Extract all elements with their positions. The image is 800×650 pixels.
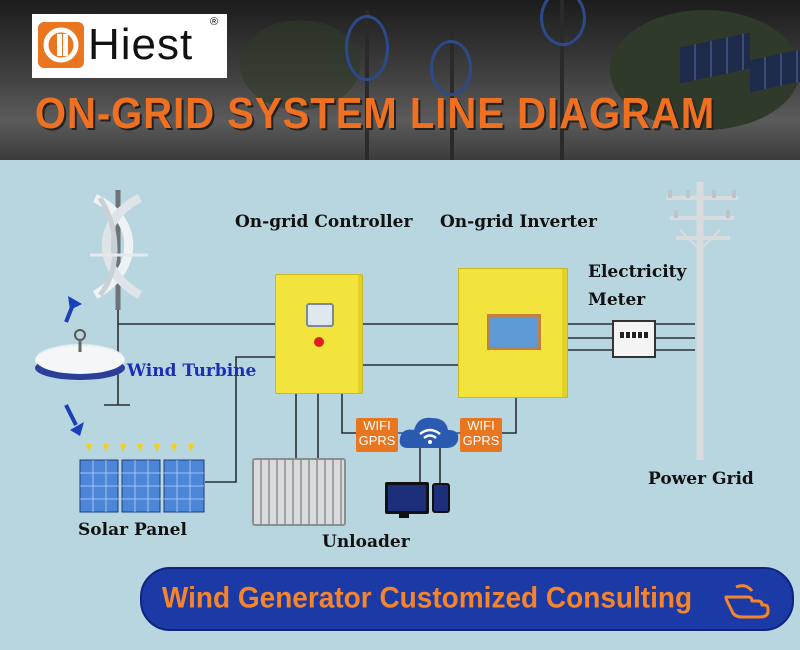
arrow-up-icon [64, 296, 82, 323]
cloud-wifi-icon [399, 417, 459, 448]
system-diagram: On-grid Controller On-grid Inverter Elec… [0, 160, 800, 650]
monitor-stand [399, 512, 409, 518]
power-grid-label: Power Grid [648, 469, 754, 489]
solar-panel-icon [79, 444, 205, 513]
gprs-text: GPRS [358, 433, 396, 448]
power-pole-icon [666, 182, 738, 460]
consulting-cta-button[interactable]: Wind Generator Customized Consulting [140, 567, 794, 631]
page-title: ON-GRID SYSTEM LINE DIAGRAM [34, 90, 716, 138]
registered-mark: ® [210, 16, 219, 28]
brand-logo: Hiest ® [32, 14, 227, 78]
wiring-lines [35, 182, 738, 513]
electricity-meter [612, 320, 656, 358]
wind-turbine-label: Wind Turbine [127, 361, 257, 381]
brand-name: Hiest [88, 20, 194, 69]
monitor-icon [385, 482, 429, 514]
background-trees [240, 20, 360, 110]
wifi-text: WIFI [363, 418, 391, 433]
generator-disc-icon [35, 329, 125, 380]
inverter-label: On-grid Inverter [440, 212, 597, 232]
controller-indicator [314, 337, 324, 347]
inverter-screen [487, 314, 541, 350]
on-grid-inverter [458, 268, 568, 398]
controller-label: On-grid Controller [235, 212, 413, 232]
solar-panel-label: Solar Panel [78, 520, 187, 540]
logo-mark-icon [38, 22, 84, 68]
cta-text: Wind Generator Customized Consulting [161, 581, 693, 614]
phone-icon [432, 483, 450, 513]
background-turbine-icon [540, 0, 586, 46]
header-banner: Hiest ® ON-GRID SYSTEM LINE DIAGRAM [0, 0, 800, 160]
controller-screen [306, 303, 334, 327]
gprs-text: GPRS [462, 433, 500, 448]
arrow-down-icon [64, 404, 84, 436]
wind-turbine-icon [90, 190, 148, 310]
unloader-label: Unloader [322, 532, 410, 552]
wifi-gprs-tag-right: WIFI GPRS [460, 418, 502, 452]
on-grid-controller [275, 274, 363, 394]
background-turbine-pole [560, 0, 564, 160]
pointing-hand-icon [724, 584, 770, 619]
wifi-gprs-tag-left: WIFI GPRS [356, 418, 398, 452]
background-turbine-icon [345, 15, 389, 81]
background-turbine-pole [365, 10, 369, 160]
meter-label-line1: Electricity [588, 262, 687, 282]
meter-display [620, 332, 648, 338]
wifi-text: WIFI [467, 418, 495, 433]
unloader-device [252, 458, 346, 526]
meter-label-line2: Meter [588, 290, 646, 310]
background-turbine-icon [430, 40, 472, 96]
